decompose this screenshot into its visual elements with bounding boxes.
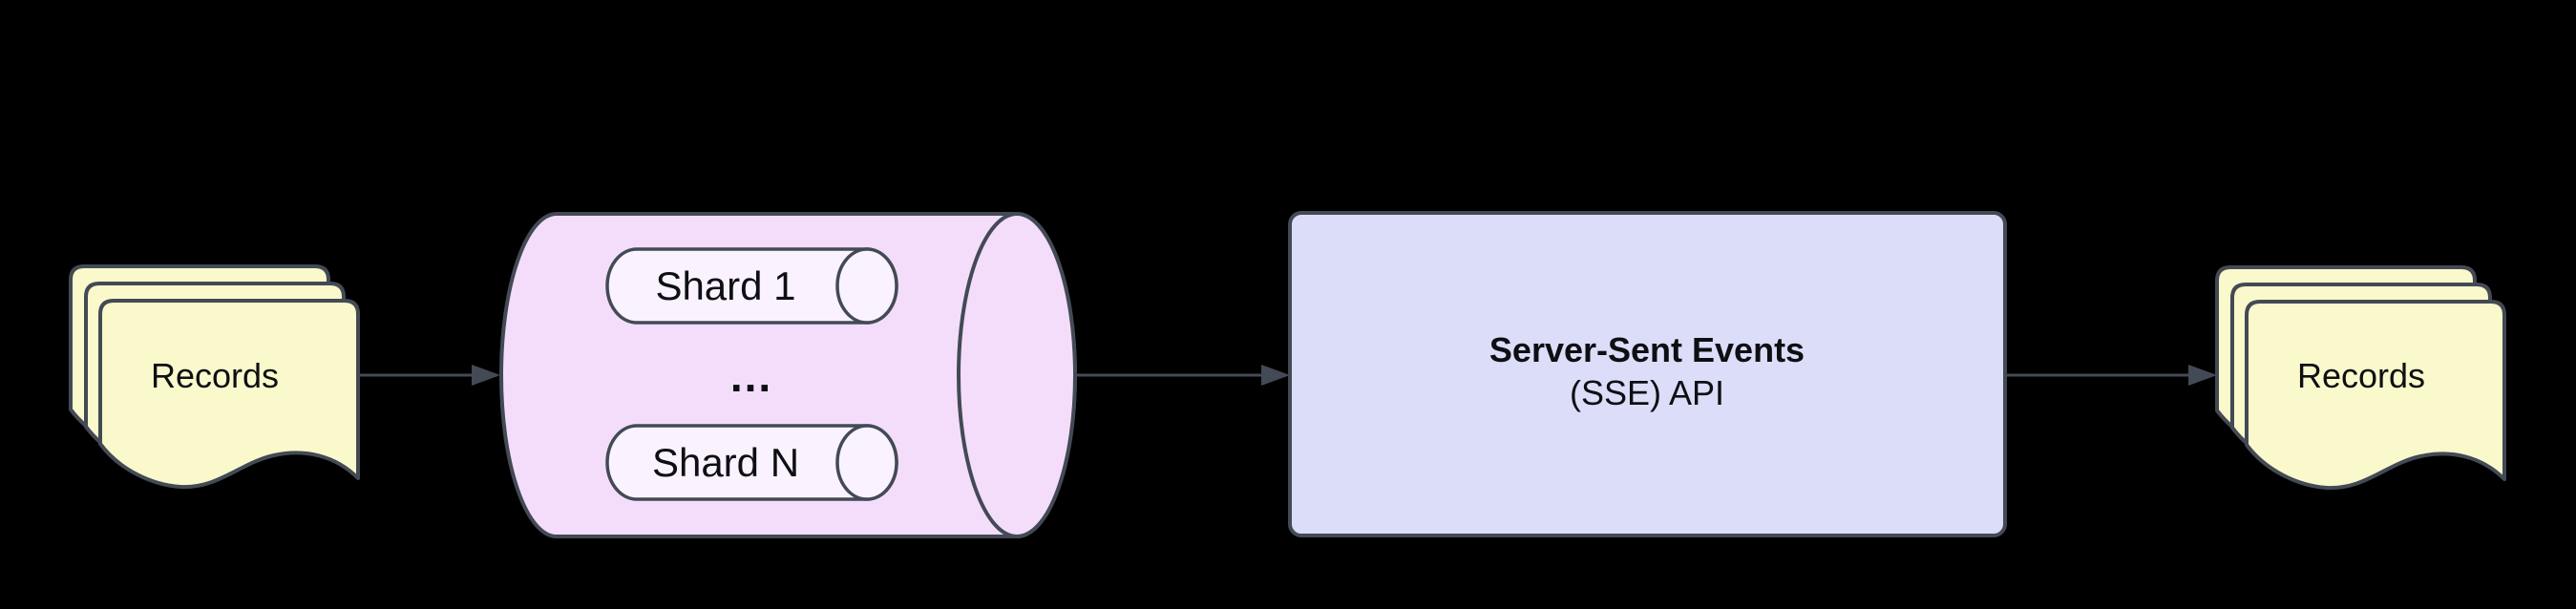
sse-api-subtitle: (SSE) API — [1570, 373, 1724, 412]
arrow-stream-to-sse — [1077, 365, 1290, 386]
arrow-records-to-stream-head — [472, 365, 500, 386]
sse-api-box — [1288, 211, 2007, 537]
shard-last-cap — [835, 424, 898, 501]
records-input-label: Records — [151, 356, 279, 395]
shard-first-label: Shard 1 — [655, 263, 795, 308]
sse-api-node: Server-Sent Events (SSE) API — [1288, 211, 2007, 537]
records-input-node: Records — [69, 264, 360, 490]
arrow-sse-to-records-head — [2188, 365, 2217, 386]
records-output-node: Records — [2215, 265, 2506, 491]
shard-last-node: Shard N — [605, 424, 898, 501]
shard-last-label: Shard N — [652, 440, 799, 485]
arrow-sse-to-records — [2006, 365, 2217, 386]
arrow-stream-to-sse-head — [1261, 365, 1290, 386]
sse-api-title: Server-Sent Events — [1489, 330, 1805, 369]
shard-ellipsis-label: ... — [730, 351, 772, 401]
arrow-records-to-stream — [359, 365, 500, 386]
shard-first-cap — [835, 247, 898, 325]
records-output-page-front — [2245, 300, 2506, 491]
records-output-label: Records — [2297, 356, 2425, 395]
records-input-page-front — [98, 299, 360, 490]
stream-cylinder-cap — [957, 212, 1077, 538]
stream-cylinder-node: Shard 1 ... Shard N — [499, 212, 1077, 538]
shard-first-node: Shard 1 — [605, 247, 898, 325]
